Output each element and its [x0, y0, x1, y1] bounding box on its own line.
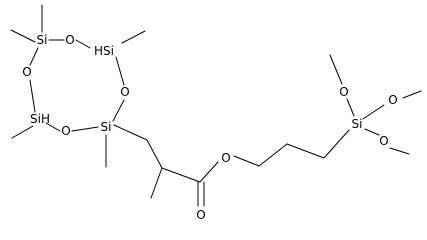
bond-o-m1-methyl — [329, 54, 343, 85]
atom-hsi-top-right: HSi — [94, 44, 114, 58]
atom-o-top: O — [65, 33, 74, 47]
bond-si-o-left — [29, 47, 39, 66]
bond-si-ch2 — [113, 124, 148, 141]
bond-hsi-o-right — [115, 56, 125, 86]
bond-c-o-ester — [199, 161, 219, 183]
atom-o-methoxy-2: O — [388, 93, 397, 107]
bond-o-bot-si — [71, 126, 99, 132]
atom-o-carbonyl: O — [196, 208, 205, 222]
bond-ch2-ch2 — [258, 143, 288, 167]
bond-o-m3-methyl — [389, 147, 410, 155]
atom-o-methoxy-3: O — [379, 134, 388, 148]
bond-ch-carbonyl-c — [161, 167, 201, 183]
atom-si-bottom-right: Si — [101, 120, 112, 134]
bond-sih-o-bot — [45, 122, 61, 132]
bond-o-ch2 — [233, 155, 260, 167]
bond-si-o-m2 — [362, 104, 385, 120]
atom-o-right: O — [120, 85, 129, 99]
bond-hsi-methyl — [121, 30, 146, 44]
bond-si-o-m1 — [346, 98, 355, 117]
chemical-structure-drawing: Si O HSi O O SiH O Si O O Si O O O — [10, 4, 422, 222]
bond-ch-methyl — [150, 167, 163, 199]
bond-si-methyl-left — [10, 29, 36, 43]
bond-o-left-sih — [29, 79, 36, 113]
atom-o-ester: O — [221, 151, 230, 165]
bonds — [10, 4, 422, 207]
bond-ch2-silyl — [323, 129, 350, 159]
atom-si-silyl: Si — [352, 117, 363, 131]
atom-si-top-left: Si — [37, 33, 48, 47]
bond-ch2-ch2-b — [286, 143, 325, 159]
atom-o-methoxy-1: O — [339, 85, 348, 99]
bond-ch2-ch — [146, 139, 163, 169]
bond-o-top-hsi — [75, 39, 91, 49]
bond-o-right-si — [112, 99, 125, 122]
bond-sih-methyl — [11, 125, 34, 139]
bond-si-o-m3 — [364, 128, 380, 136]
atom-sih-bottom-left: SiH — [30, 112, 50, 126]
atom-o-bottom: O — [61, 124, 70, 138]
atom-labels: Si O HSi O O SiH O Si O O Si O O O — [22, 33, 397, 222]
atom-o-left: O — [22, 65, 31, 79]
bond-o-m2-methyl — [402, 90, 422, 99]
